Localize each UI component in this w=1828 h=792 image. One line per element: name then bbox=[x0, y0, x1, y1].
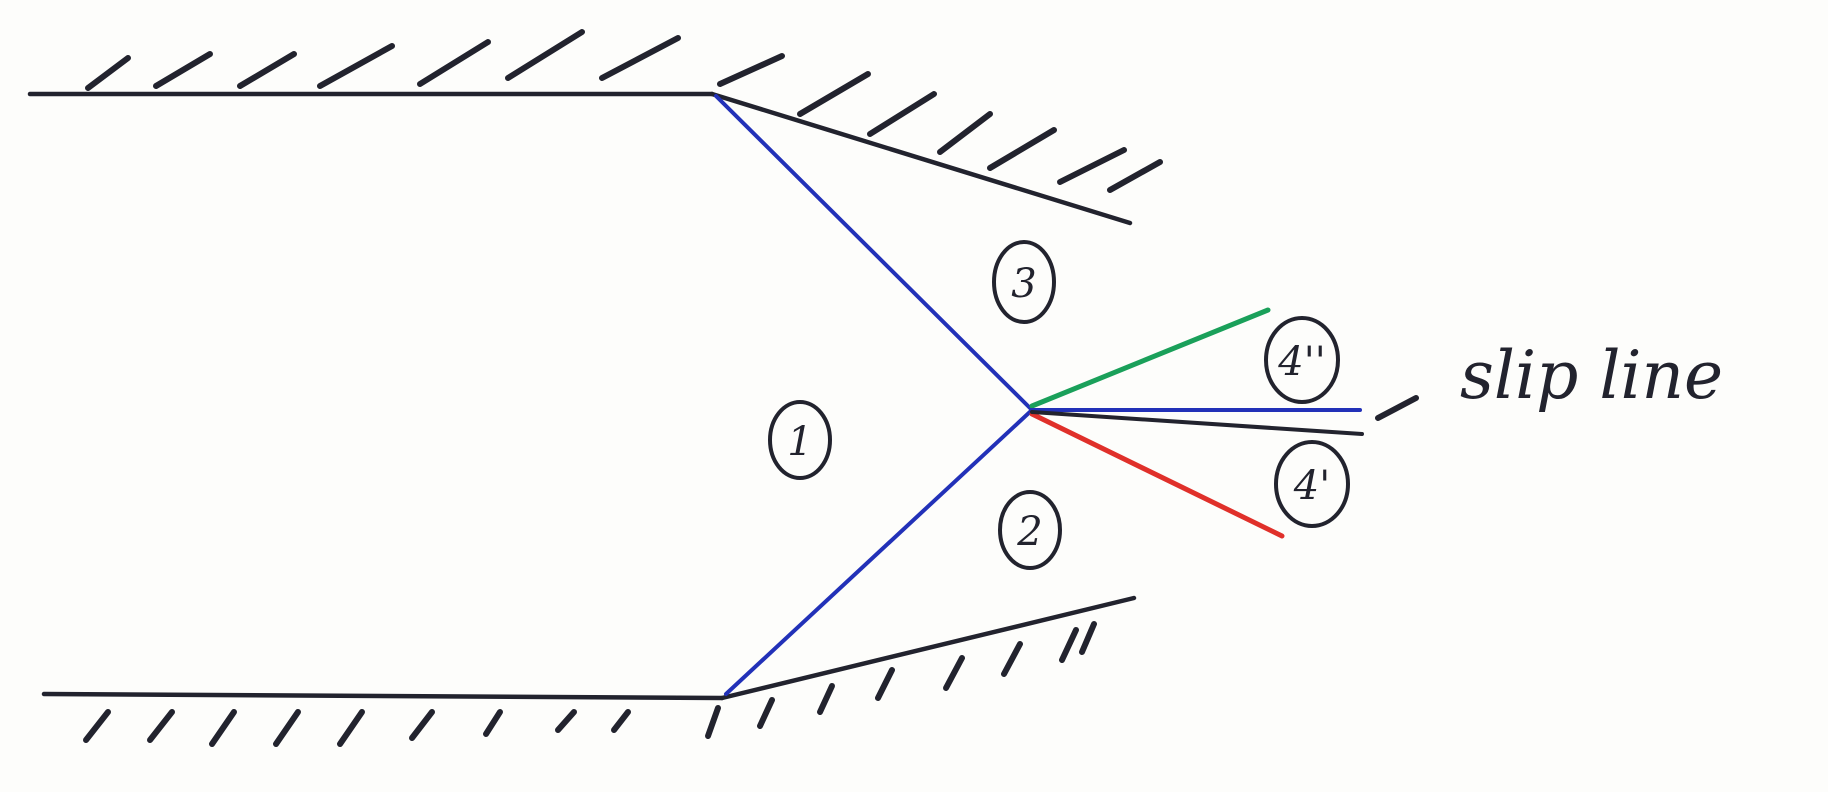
slip-line bbox=[1030, 408, 1364, 436]
upper-wall bbox=[27, 29, 1163, 226]
svg-text:1: 1 bbox=[787, 419, 812, 465]
lower-wall-wedge bbox=[719, 595, 1137, 701]
lower-reflected-shock bbox=[1029, 411, 1285, 539]
svg-text:3: 3 bbox=[1011, 261, 1036, 307]
region-4-prime-label: 4' bbox=[1274, 440, 1350, 528]
upper-reflected-shock bbox=[1029, 307, 1271, 409]
region-2-label: 2 bbox=[998, 490, 1062, 570]
svg-text:4': 4' bbox=[1293, 463, 1330, 509]
slip-line-annotation: slip line bbox=[1460, 337, 1723, 414]
svg-text:4'': 4'' bbox=[1277, 339, 1325, 385]
lower-wall-hatching bbox=[83, 621, 1097, 747]
upper-wall-wedge bbox=[709, 91, 1133, 226]
svg-text:2: 2 bbox=[1016, 509, 1042, 555]
upper-incident-shock bbox=[714, 94, 1034, 412]
region-3-label: 3 bbox=[992, 240, 1056, 324]
slip-line-leader bbox=[1375, 395, 1419, 421]
region-1-label: 1 bbox=[768, 400, 832, 480]
region-4-double-prime-label: 4'' bbox=[1264, 316, 1340, 404]
lower-incident-shock bbox=[724, 408, 1034, 696]
lower-wall bbox=[41, 595, 1137, 747]
upper-wall-hatching bbox=[85, 29, 1163, 193]
lower-wall-straight bbox=[41, 691, 725, 701]
